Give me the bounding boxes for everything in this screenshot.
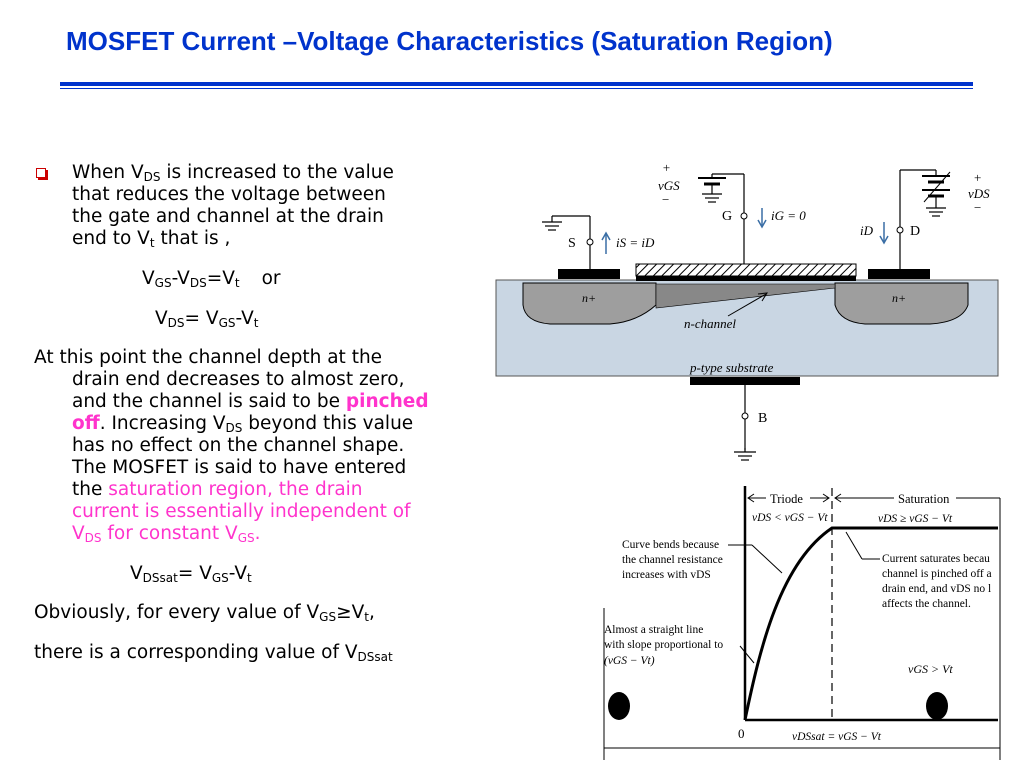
svg-text:increases with vDS: increases with vDS bbox=[622, 569, 711, 581]
para-line-3: and the channel is said to be pinched bbox=[72, 391, 429, 412]
mosfet-structure-diagram: + vGS − G iG = 0 S iS = iD + vDS − D iD … bbox=[495, 160, 999, 450]
svg-text:the channel resistance: the channel resistance bbox=[622, 554, 723, 566]
equation-vdssat: VDSsat= VGS-Vt bbox=[130, 563, 252, 585]
title-underline bbox=[60, 82, 973, 86]
svg-text:−: − bbox=[662, 192, 669, 207]
para-line-1: At this point the channel depth at the bbox=[34, 347, 383, 368]
svg-text:vGS > Vt: vGS > Vt bbox=[908, 662, 953, 676]
svg-text:D: D bbox=[910, 224, 920, 239]
iv-characteristic-graph: Triode Saturation vDS < vGS − Vt vDS ≥ v… bbox=[603, 448, 1001, 760]
svg-text:Saturation: Saturation bbox=[898, 492, 950, 506]
svg-text:n-channel: n-channel bbox=[684, 316, 736, 331]
svg-text:vGS: vGS bbox=[658, 178, 680, 193]
bullet-line-4: end to Vt that is , bbox=[72, 228, 231, 250]
source-contact bbox=[558, 269, 620, 279]
svg-text:drain end, and vDS no l: drain end, and vDS no l bbox=[882, 583, 991, 595]
para-line-7: the saturation region, the drain bbox=[72, 479, 363, 500]
para-line-5: has no effect on the channel shape. bbox=[72, 435, 405, 456]
svg-text:n+: n+ bbox=[892, 291, 906, 305]
svg-text:iG = 0: iG = 0 bbox=[771, 208, 806, 223]
drain-contact bbox=[868, 269, 930, 279]
page-title: MOSFET Current –Voltage Characteristics … bbox=[66, 26, 833, 56]
para-line-6: The MOSFET is said to have entered bbox=[72, 457, 407, 478]
svg-text:Almost a straight line: Almost a straight line bbox=[604, 624, 703, 636]
svg-text:p-type substrate: p-type substrate bbox=[689, 360, 774, 375]
svg-text:with slope proportional to: with slope proportional to bbox=[604, 639, 723, 651]
svg-text:B: B bbox=[758, 411, 767, 426]
drain-nplus-region bbox=[834, 282, 969, 325]
svg-text:n+: n+ bbox=[582, 291, 596, 305]
svg-text:0: 0 bbox=[738, 726, 745, 741]
svg-text:vDS: vDS bbox=[968, 186, 990, 201]
para-line-4: off. Increasing VDS beyond this value bbox=[72, 413, 414, 435]
svg-text:iD: iD bbox=[860, 223, 874, 238]
source-nplus-region bbox=[522, 282, 657, 325]
svg-text:+: + bbox=[662, 160, 671, 175]
svg-text:channel is pinched off a: channel is pinched off a bbox=[882, 568, 992, 580]
there-line: there is a corresponding value of VDSsat bbox=[34, 642, 393, 664]
punch-hole-right bbox=[926, 692, 948, 720]
svg-text:(vGS − Vt): (vGS − Vt) bbox=[604, 655, 655, 667]
svg-text:Triode: Triode bbox=[770, 492, 803, 506]
bullet-line-3: the gate and channel at the drain bbox=[72, 206, 384, 227]
title-underline-thin bbox=[60, 88, 973, 89]
body-contact bbox=[690, 377, 800, 385]
svg-text:Current saturates becau: Current saturates becau bbox=[882, 553, 990, 565]
svg-text:+: + bbox=[974, 170, 981, 185]
bullet-line-1: When VDS is increased to the value bbox=[72, 162, 394, 184]
punch-hole-left bbox=[608, 692, 630, 720]
svg-text:vDS < vGS − Vt: vDS < vGS − Vt bbox=[752, 512, 828, 524]
bullet-icon bbox=[36, 168, 46, 178]
svg-text:Curve bends because: Curve bends because bbox=[622, 539, 719, 551]
svg-text:vDS ≥ vGS − Vt: vDS ≥ vGS − Vt bbox=[878, 513, 953, 525]
svg-text:−: − bbox=[974, 200, 981, 215]
oxide-layer bbox=[636, 276, 856, 281]
para-line-9: VDS for constant VGS. bbox=[72, 523, 261, 545]
svg-text:affects the channel.: affects the channel. bbox=[882, 598, 971, 610]
gate-electrode bbox=[635, 263, 857, 277]
svg-text:S: S bbox=[568, 236, 576, 251]
id-vds-curve bbox=[743, 526, 998, 721]
obviously-line: Obviously, for every value of VGS≥Vt, bbox=[34, 602, 375, 624]
svg-text:iS = iD: iS = iD bbox=[616, 235, 655, 250]
equation-vds: VDS= VGS-Vt bbox=[155, 308, 259, 330]
svg-text:G: G bbox=[722, 209, 732, 224]
para-line-8: current is essentially independent of bbox=[72, 501, 411, 522]
channel-wedge bbox=[655, 283, 836, 309]
bullet-line-2: that reduces the voltage between bbox=[72, 184, 386, 205]
para-line-2: drain end decreases to almost zero, bbox=[72, 369, 405, 390]
svg-text:vDSsat = vGS − Vt: vDSsat = vGS − Vt bbox=[792, 731, 882, 743]
